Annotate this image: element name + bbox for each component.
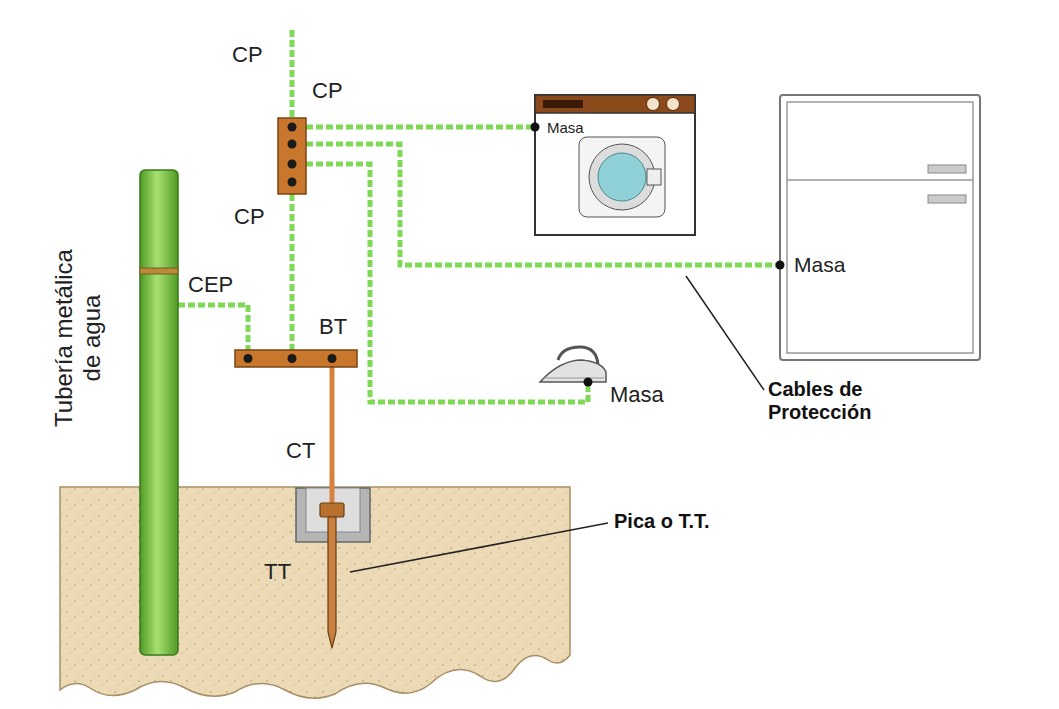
protection-conductor (290, 194, 295, 350)
ground (60, 487, 570, 698)
part-label: Masa (610, 382, 664, 407)
node-outline (140, 170, 178, 655)
part-label: Masa (794, 253, 845, 277)
earth-bar: BT (235, 350, 357, 367)
node-outline (235, 350, 357, 367)
node-outline (780, 95, 980, 360)
leader-line (350, 523, 608, 572)
earth-bar-body (235, 350, 357, 367)
terminal-bar (278, 118, 306, 194)
conductor-label: CT (284, 438, 317, 463)
washer-knob (667, 98, 680, 111)
protection-conductor (306, 125, 535, 130)
pipe-clamp (140, 268, 178, 274)
ground-point (531, 123, 540, 132)
iron-sole (543, 378, 604, 379)
node-outline (535, 95, 695, 235)
washer-door-frame (579, 137, 665, 217)
callout-label: Cables de Protección (768, 378, 938, 424)
earth-conductor (330, 367, 335, 503)
fridge-handle (928, 195, 966, 203)
pipe-body (140, 170, 178, 655)
terminal-screw (288, 140, 297, 149)
terminal-screw (288, 354, 297, 363)
part-label: Masa (547, 119, 584, 136)
protection-conductor (178, 305, 248, 350)
pipe-label: Tubería metálica de agua (50, 240, 105, 436)
node-outline (278, 118, 306, 194)
rod-body (328, 517, 336, 648)
iron: Masa (538, 342, 608, 386)
terminal-block: CP (278, 118, 306, 194)
earth-rod: TT (320, 503, 344, 648)
part-label: CP (312, 78, 343, 103)
conductor-label: CEP (186, 272, 235, 297)
iron-body (540, 360, 606, 382)
ground-point (584, 378, 593, 387)
washer-glass (598, 153, 646, 201)
terminal-screw (288, 160, 297, 169)
conductor-label: CP (232, 42, 263, 67)
washer-knob (647, 98, 660, 111)
node-outline (538, 342, 608, 386)
rod-clamp (320, 503, 344, 517)
terminal-screw (328, 354, 337, 363)
washer-body (535, 95, 695, 235)
washing-machine: Masa (535, 95, 695, 235)
washer-display (543, 100, 583, 108)
fridge-body (780, 95, 980, 360)
water-pipe: Tubería metálica de agua (140, 170, 178, 655)
part-label: BT (319, 314, 347, 339)
protection-wire-up (290, 30, 295, 118)
washer-handle (647, 169, 661, 185)
conductor-label: CP (232, 204, 267, 229)
callout-label: Pica o T.T. (614, 510, 710, 533)
fridge-inner (787, 102, 973, 353)
fridge-handle (928, 165, 966, 173)
terminal-screw (288, 123, 297, 132)
refrigerator: Masa (780, 95, 980, 360)
iron-handle (558, 347, 598, 364)
washer-door (589, 144, 655, 210)
ground-point (776, 261, 785, 270)
part-label: TT (264, 559, 291, 584)
terminal-screw (244, 354, 253, 363)
node-outline (320, 503, 344, 648)
fridge-divider (787, 179, 973, 181)
terminal-screw (288, 178, 297, 187)
leader-line (686, 276, 764, 390)
washer-panel (535, 95, 695, 113)
